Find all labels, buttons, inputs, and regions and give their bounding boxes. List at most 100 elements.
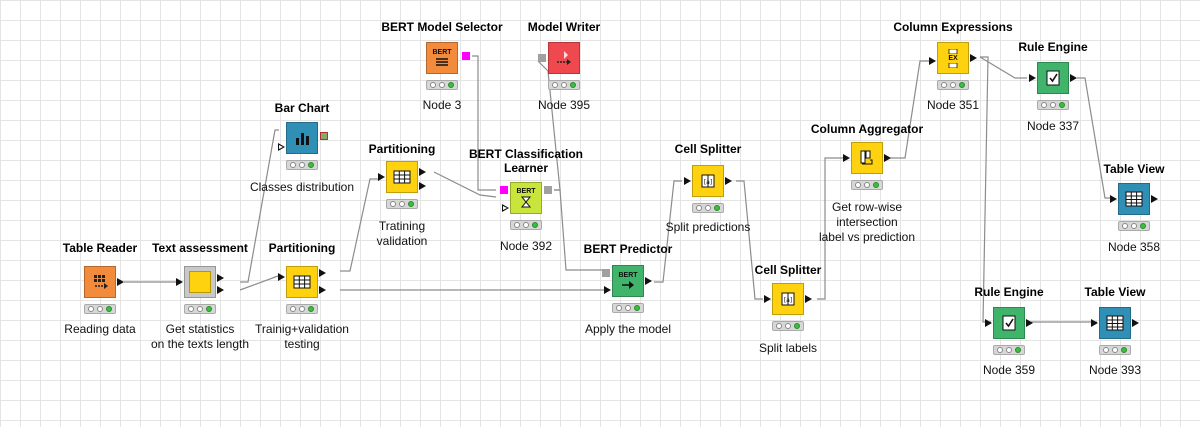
- node-title: BERT Predictor: [583, 242, 673, 256]
- output-port[interactable]: [1151, 195, 1158, 203]
- cell-splitter-icon[interactable]: [a]: [772, 283, 804, 315]
- node-label[interactable]: Reading data: [64, 322, 136, 336]
- node-label[interactable]: Node 3: [422, 98, 462, 112]
- node-status: [612, 303, 644, 313]
- node-title: Table View: [1103, 162, 1165, 176]
- bert-icon-text: BERT: [618, 272, 638, 279]
- bert-model-input-port[interactable]: [500, 186, 508, 194]
- node-label[interactable]: Tratining validation: [376, 219, 428, 248]
- image-output-port[interactable]: [320, 132, 328, 140]
- input-port[interactable]: [604, 286, 611, 294]
- node-label[interactable]: Classes distribution: [249, 180, 355, 194]
- node-label[interactable]: Get statistics on the texts length: [150, 322, 250, 351]
- model-output-port[interactable]: [544, 186, 552, 194]
- bar-chart-icon[interactable]: [286, 122, 318, 154]
- output-port[interactable]: [1070, 74, 1077, 82]
- metanode-icon[interactable]: [184, 266, 216, 298]
- input-port[interactable]: [378, 173, 385, 181]
- partitioning-icon[interactable]: [386, 161, 418, 193]
- node-label[interactable]: Node 358: [1107, 240, 1161, 254]
- input-port[interactable]: [176, 278, 183, 286]
- node-label[interactable]: Node 337: [1026, 119, 1080, 133]
- input-port[interactable]: [502, 204, 509, 212]
- input-port[interactable]: [1110, 195, 1117, 203]
- input-port[interactable]: [278, 273, 285, 281]
- node-status: [1037, 100, 1069, 110]
- column-aggregator-icon[interactable]: [851, 142, 883, 174]
- connection-expressions-to-rule-engine1: [979, 56, 1027, 79]
- node-label[interactable]: Node 351: [926, 98, 980, 112]
- output-port[interactable]: [645, 277, 652, 285]
- output-port[interactable]: [419, 182, 426, 190]
- input-port[interactable]: [929, 57, 936, 65]
- node-status: [1099, 345, 1131, 355]
- column-expressions-icon[interactable]: EX: [937, 42, 969, 74]
- bert-predictor-icon[interactable]: BERT: [612, 265, 644, 297]
- connection-text-assessment-to-bar-chart: [240, 129, 279, 283]
- rule-engine-icon[interactable]: [993, 307, 1025, 339]
- output-port[interactable]: [117, 278, 124, 286]
- node-title: Bar Chart: [274, 101, 330, 115]
- output-port[interactable]: [725, 177, 732, 185]
- node-status: [937, 80, 969, 90]
- node-status: [772, 321, 804, 331]
- input-port[interactable]: [1029, 74, 1036, 82]
- output-port[interactable]: [319, 286, 326, 294]
- rule-engine-icon[interactable]: [1037, 62, 1069, 94]
- node-status: [993, 345, 1025, 355]
- output-port[interactable]: [805, 295, 812, 303]
- node-title: Rule Engine: [1018, 40, 1088, 54]
- bert-selector-icon[interactable]: BERT: [426, 42, 458, 74]
- node-status: [184, 304, 216, 314]
- bert-model-output-port[interactable]: [462, 52, 470, 60]
- node-title: BERT Classification Learner: [468, 147, 584, 175]
- input-port[interactable]: [1091, 319, 1098, 327]
- node-label[interactable]: Node 393: [1088, 363, 1142, 377]
- node-label[interactable]: Get row-wise intersection label vs predi…: [818, 200, 916, 244]
- output-port[interactable]: [419, 168, 426, 176]
- node-status: [286, 304, 318, 314]
- node-label[interactable]: Apply the model: [584, 322, 672, 336]
- node-title: Cell Splitter: [754, 263, 822, 277]
- output-port[interactable]: [1026, 319, 1033, 327]
- connection-partitioning1-to-learner: [433, 171, 497, 198]
- partitioning-icon[interactable]: [286, 266, 318, 298]
- node-status: [1118, 221, 1150, 231]
- model-writer-icon[interactable]: [548, 42, 580, 74]
- cell-splitter-icon[interactable]: [a]: [692, 165, 724, 197]
- node-status: [510, 220, 542, 230]
- output-port[interactable]: [1132, 319, 1139, 327]
- table-view-icon[interactable]: [1099, 307, 1131, 339]
- node-label[interactable]: Trainig+validation testing: [255, 322, 349, 351]
- node-status: [426, 80, 458, 90]
- connection-rule-engine1-to-table-view1: [1077, 77, 1113, 199]
- node-label[interactable]: Node 392: [499, 239, 553, 253]
- node-status: [692, 203, 724, 213]
- connection-text-assessment-to-partitioning2: [239, 275, 279, 291]
- output-port[interactable]: [217, 274, 224, 282]
- node-label[interactable]: Node 395: [537, 98, 591, 112]
- output-port[interactable]: [319, 269, 326, 277]
- input-port[interactable]: [684, 177, 691, 185]
- input-port[interactable]: [985, 319, 992, 327]
- bert-learner-icon[interactable]: BERT: [510, 182, 542, 214]
- input-port[interactable]: [764, 295, 771, 303]
- output-port[interactable]: [884, 154, 891, 162]
- table-reader-icon[interactable]: [84, 266, 116, 298]
- model-input-port[interactable]: [538, 54, 546, 62]
- node-label[interactable]: Split labels: [758, 341, 818, 355]
- svg-text:[a]: [a]: [704, 179, 712, 186]
- node-label[interactable]: Split predictions: [665, 220, 751, 234]
- node-label[interactable]: Node 359: [982, 363, 1036, 377]
- output-port[interactable]: [970, 54, 977, 62]
- input-port[interactable]: [843, 154, 850, 162]
- connection-learner-to-predictor: [554, 189, 604, 271]
- model-input-port[interactable]: [602, 269, 610, 277]
- table-view-icon[interactable]: [1118, 183, 1150, 215]
- output-port[interactable]: [217, 286, 224, 294]
- bert-icon-text: BERT: [516, 188, 536, 195]
- node-title: BERT Model Selector: [381, 20, 503, 34]
- node-title: Text assessment: [152, 241, 248, 255]
- input-port[interactable]: [278, 143, 285, 151]
